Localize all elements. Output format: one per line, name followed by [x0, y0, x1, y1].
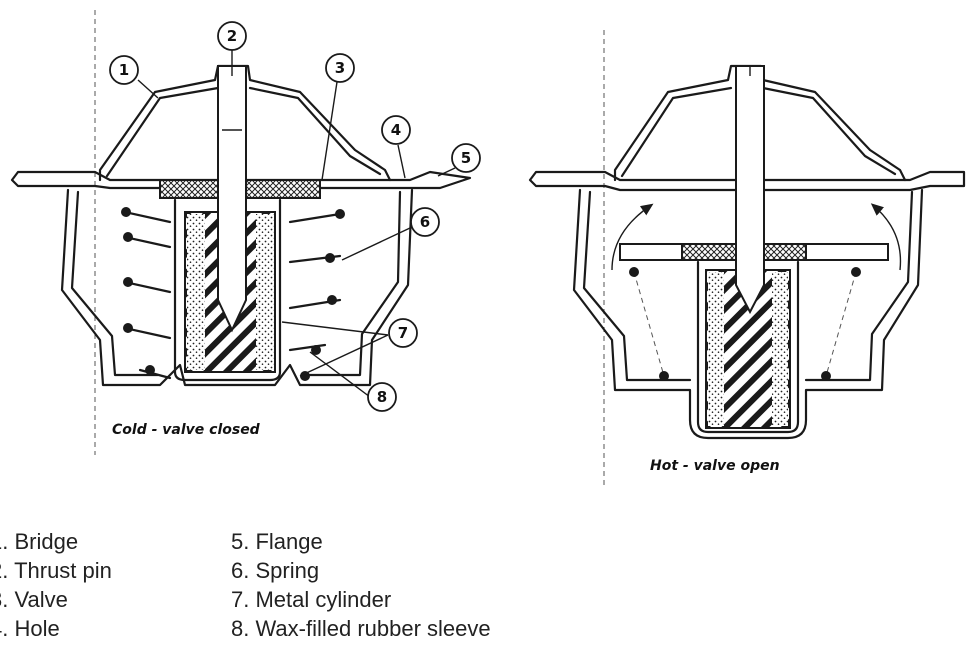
legend-item-wax-sleeve: 8. Wax-filled rubber sleeve — [231, 616, 491, 641]
cold-caption: Cold - valve closed — [112, 422, 261, 438]
svg-text:8: 8 — [377, 388, 387, 406]
callout-6: 6 — [410, 207, 440, 237]
svg-text:3: 3 — [335, 59, 345, 77]
svg-text:2: 2 — [227, 27, 237, 45]
cold-thermostat: 1 2 3 4 5 6 7 8 Cold - valve closed — [10, 10, 481, 455]
legend-item-valve: 3. Valve — [0, 587, 68, 612]
callout-4: 4 — [381, 115, 411, 145]
cold-metal-cylinder — [173, 198, 282, 382]
legend-left: 1. Bridge 2. Thrust pin 3. Valve 4. Hole — [0, 527, 112, 643]
svg-text:6: 6 — [420, 213, 430, 231]
svg-text:4: 4 — [391, 121, 401, 139]
hot-housing — [572, 188, 924, 440]
callout-2: 2 — [217, 21, 247, 51]
svg-text:1: 1 — [119, 61, 129, 79]
legend-item-metal-cylinder: 7. Metal cylinder — [231, 587, 392, 612]
hot-thrust-pin — [735, 65, 765, 315]
cold-bridge — [98, 64, 392, 182]
callout-7: 7 — [388, 318, 418, 348]
callout-5: 5 — [451, 143, 481, 173]
callout-8: 8 — [367, 382, 397, 412]
hot-spring — [629, 267, 861, 381]
legend-right: 5. Flange 6. Spring 7. Metal cylinder 8.… — [231, 527, 491, 643]
svg-text:7: 7 — [398, 324, 408, 342]
hot-thermostat: Hot - valve open — [528, 30, 966, 486]
cold-housing — [60, 188, 414, 387]
legend-item-spring: 6. Spring — [231, 558, 320, 583]
callout-1: 1 — [109, 55, 139, 85]
hot-caption: Hot - valve open — [650, 458, 780, 474]
hot-flange — [528, 170, 966, 192]
cold-flange — [10, 170, 472, 190]
legend-item-thrust-pin: 2. Thrust pin — [0, 558, 112, 583]
cold-spring — [121, 207, 345, 381]
legend-item-bridge: 1. Bridge — [0, 529, 79, 554]
legend-item-hole: 4. Hole — [0, 616, 60, 641]
legend-item-flange: 5. Flange — [231, 529, 323, 554]
flow-arrows — [611, 203, 902, 271]
hot-metal-cylinder — [696, 260, 800, 434]
thermostat-diagram: 1 2 3 4 5 6 7 8 Cold - valve closed — [10, 10, 966, 486]
callout-3: 3 — [325, 53, 355, 83]
svg-text:5: 5 — [461, 149, 471, 167]
cold-leader-lines — [137, 50, 456, 398]
cold-thrust-pin — [217, 65, 247, 333]
